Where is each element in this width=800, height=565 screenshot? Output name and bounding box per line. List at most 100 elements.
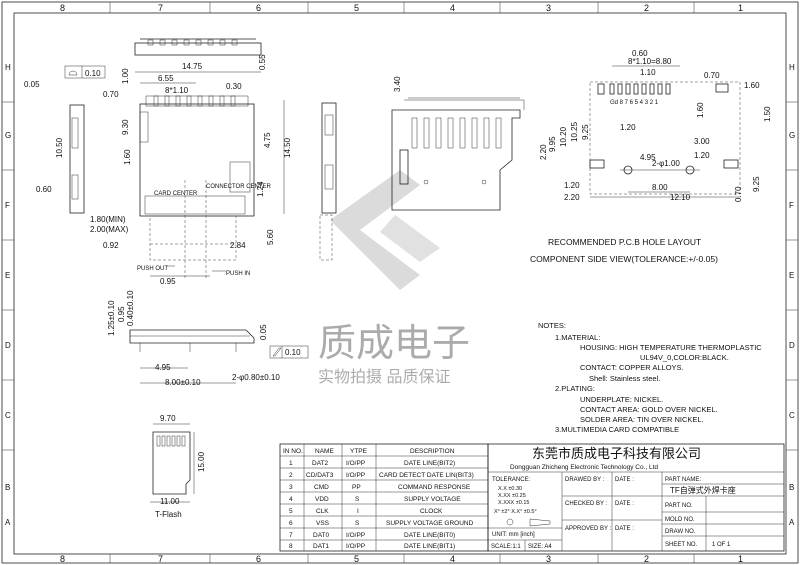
date-label: DATE : [615, 477, 634, 483]
tolerance-angle: X° ±2° X.X° ±0.5° [494, 509, 537, 515]
col-label: 7 [158, 554, 163, 564]
isometric-view: 3.40 [391, 76, 525, 211]
company-name-en: Dongguan Zhicheng Electronic Technology … [510, 464, 658, 471]
row-label: C [5, 411, 11, 420]
dim-095: 0.95 [160, 277, 176, 286]
pin-cell: 6 [289, 520, 293, 527]
pin-cell: CLK [316, 508, 329, 515]
pcb-dim-120c: 1.20 [564, 181, 580, 190]
pcb-dim-060: 0.60 [632, 49, 648, 58]
dim-475: 4.75 [263, 132, 272, 148]
note-line: CONTACT AREA: GOLD OVER NICKEL. [580, 405, 718, 414]
pin-cell: DAT2 [312, 460, 329, 467]
dim-1050: 10.50 [55, 137, 64, 158]
pcb-dim-1020: 10.20 [559, 126, 568, 147]
push-out-label: PUSH OUT [137, 266, 168, 272]
dim-side-800: 8.00±0.10 [165, 378, 201, 387]
checked-by-label: CHECKED BY : [565, 501, 608, 507]
sheet-no-label: SHEET NO. [665, 542, 698, 548]
dim-1450: 14.50 [283, 137, 292, 158]
pin-cell: VSS [316, 520, 330, 527]
pin-cell: CARD DETECT DATE LIN(BIT3) [379, 472, 474, 479]
pin-cell: CD/DAT3 [306, 472, 334, 479]
pin-cell: VDD [315, 496, 329, 503]
pcb-dim-925b: 9.25 [752, 176, 761, 192]
col-label: 4 [450, 3, 455, 13]
iso-dim-340: 3.40 [393, 76, 402, 92]
row-label: C [789, 411, 795, 420]
unit-label: UNIT: mm [inch] [492, 532, 535, 538]
tolerance-x: X.X ±0.30 [498, 486, 522, 492]
pcb-dim-070b: 0.70 [734, 186, 743, 202]
col-label: 2 [644, 554, 649, 564]
pin-cell: DAT0 [313, 532, 330, 539]
dim-060: 0.60 [36, 185, 52, 194]
row-label: B [789, 483, 794, 492]
date-label: DATE : [615, 501, 634, 507]
watermark-title: 质成电子 [318, 323, 470, 365]
dim-030: 0.30 [226, 82, 242, 91]
dim-040: 0.40±0.10 [126, 290, 135, 326]
pcb-pin-labels: Gd 8 7 6 5 4 3 2 1 [610, 100, 659, 106]
tflash-height-1500: 15.00 [197, 451, 206, 472]
pcb-dim-160a: 1.60 [744, 81, 760, 90]
note-line: 2.PLATING: [555, 384, 595, 393]
col-label: 4 [450, 554, 455, 564]
watermark-slogan: 实物拍摄 品质保证 [318, 368, 450, 386]
pin-cell: I/O/PP [346, 472, 365, 479]
dim-side-095: 0.95 [117, 306, 126, 322]
pin-cell: SUPPLY VOLTAGE [404, 496, 461, 503]
pin-cell: 1 [289, 460, 293, 467]
col-label: 6 [256, 554, 261, 564]
tflash-width-1100: 11.00 [160, 497, 180, 506]
dim-180-min: 1.80(MIN) [90, 215, 126, 224]
note-line: HOUSING: HIGH TEMPERATURE THERMOPLASTIC [580, 343, 762, 352]
row-label: E [5, 271, 10, 280]
pin-cell: I/O/PP [346, 460, 365, 467]
pcb-pitch: 8*1.10=8.80 [628, 57, 672, 66]
dim-side-005: 0.05 [259, 324, 268, 340]
pin-table-header: DESCRIPTION [410, 448, 455, 455]
notes-heading: NOTES: [538, 321, 566, 330]
dim-070: 0.70 [103, 90, 119, 99]
row-label: A [5, 518, 11, 527]
notes: NOTES: 1.MATERIAL: HOUSING: HIGH TEMPERA… [538, 321, 762, 434]
tflash-card: 9.70 15.00 11.00 T-Flash [150, 414, 206, 519]
side-flatness: 0.10 [285, 348, 301, 357]
pcb-dim-070: 0.70 [704, 71, 720, 80]
dim-284: 2.84 [230, 241, 246, 250]
border-column-labels-bottom: 8 7 6 5 4 3 2 1 [60, 554, 743, 564]
pcb-dim-220: 2.20 [539, 144, 548, 160]
mold-no-label: MOLD NO. [665, 517, 695, 523]
pcb-dim-495: 4.95 [640, 153, 656, 162]
note-line: SOLDER AREA: TIN OVER NICKEL. [580, 415, 704, 424]
tolerance-xxx: X.XXX ±0.15 [498, 500, 529, 506]
col-label: 6 [256, 3, 261, 13]
row-label: D [5, 341, 11, 350]
side-profile-view: 0.10 1.25±0.10 0.95 0.40±0.10 0.05 4.95 … [107, 290, 309, 387]
pcb-dim-1210: 12.10 [670, 193, 691, 202]
pcb-title-line1: RECOMMENDED P.C.B HOLE LAYOUT [548, 237, 701, 247]
pcb-title-line2: COMPONENT SIDE VIEW(TOLERANCE:+/-0.05) [530, 254, 718, 264]
dim-overall-width: 14.75 [182, 62, 203, 71]
date-label: DATE : [615, 526, 634, 532]
note-line: 3.MULTIMEDIA CARD COMPATIBLE [555, 425, 679, 434]
pcb-dim-110: 1.10 [640, 68, 656, 77]
top-view: 0.10 14.75 6.55 8*1.10 0.30 0.70 0.05 0.… [24, 38, 292, 286]
pin-cell: COMMAND RESPONSE [398, 484, 471, 491]
pin-cell: 3 [289, 484, 293, 491]
pin-cell: 8 [289, 543, 293, 550]
pin-cell: I/O/PP [346, 543, 365, 550]
pin-cell: 7 [289, 532, 293, 539]
pcb-dim-220b: 2.20 [564, 193, 580, 202]
note-line: UNDERPLATE: NICKEL. [580, 395, 663, 404]
col-label: 1 [738, 554, 743, 564]
part-name-label: PART NAME: [665, 477, 701, 483]
col-label: 1 [738, 3, 743, 13]
draw-no-label: DRAW NO. [665, 529, 696, 535]
pin-table-header: NAME [315, 448, 334, 455]
pcb-dim-925: 9.25 [581, 124, 590, 140]
pin-cell: DAT1 [313, 543, 330, 550]
part-no-label: PART NO. [665, 503, 693, 509]
